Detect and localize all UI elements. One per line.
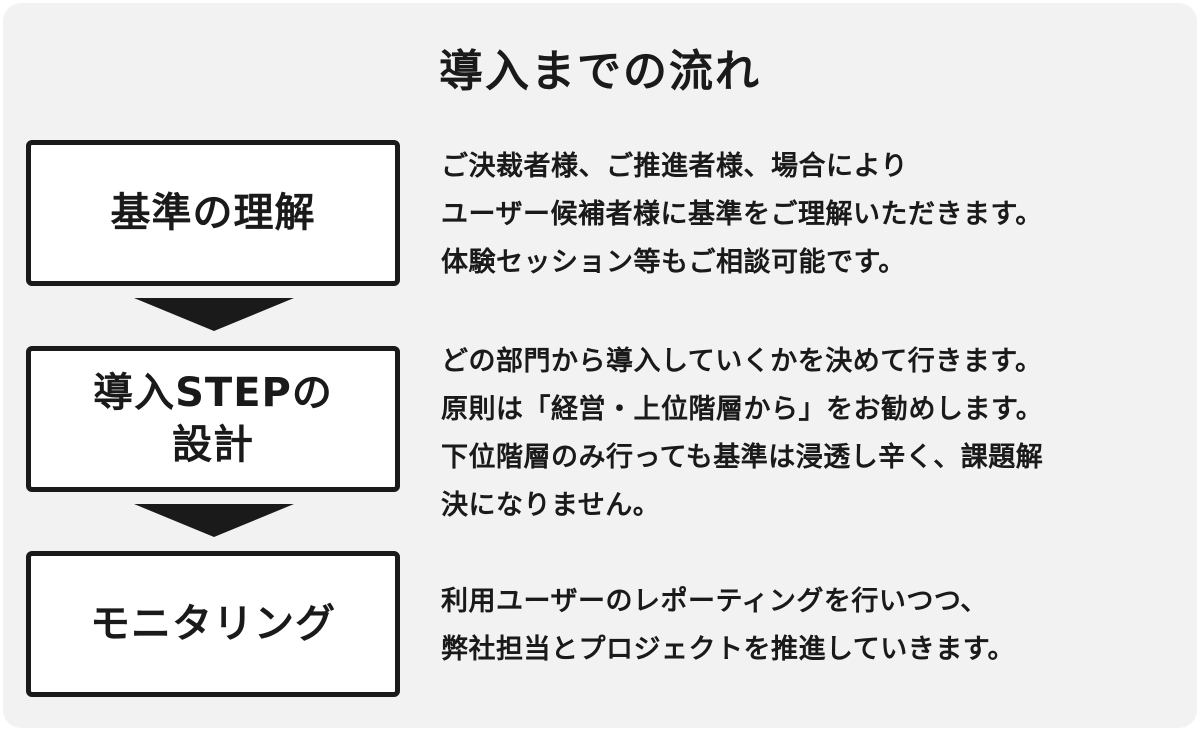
page-title: 導入までの流れ [439,46,761,97]
step-3-box: モニタリング [26,551,400,697]
down-arrow-icon [134,298,294,331]
step-1-description: ご決裁者様、ご推進者様、場合により ユーザー候補者様に基準をご理解いただきます。… [441,151,1043,278]
step-2-box: 導入STEPの 設計 [26,346,400,492]
down-arrow-icon [134,504,294,537]
step-2-description: どの部門から導入していくかを決めて行きます。 原則は「経営・上位階層から」をお勧… [441,346,1044,521]
step-1-box: 基準の理解 [26,140,400,286]
step-3-description: 利用ユーザーのレポーティングを行いつつ、 弊社担当とプロジェクトを推進していきま… [441,586,1015,665]
